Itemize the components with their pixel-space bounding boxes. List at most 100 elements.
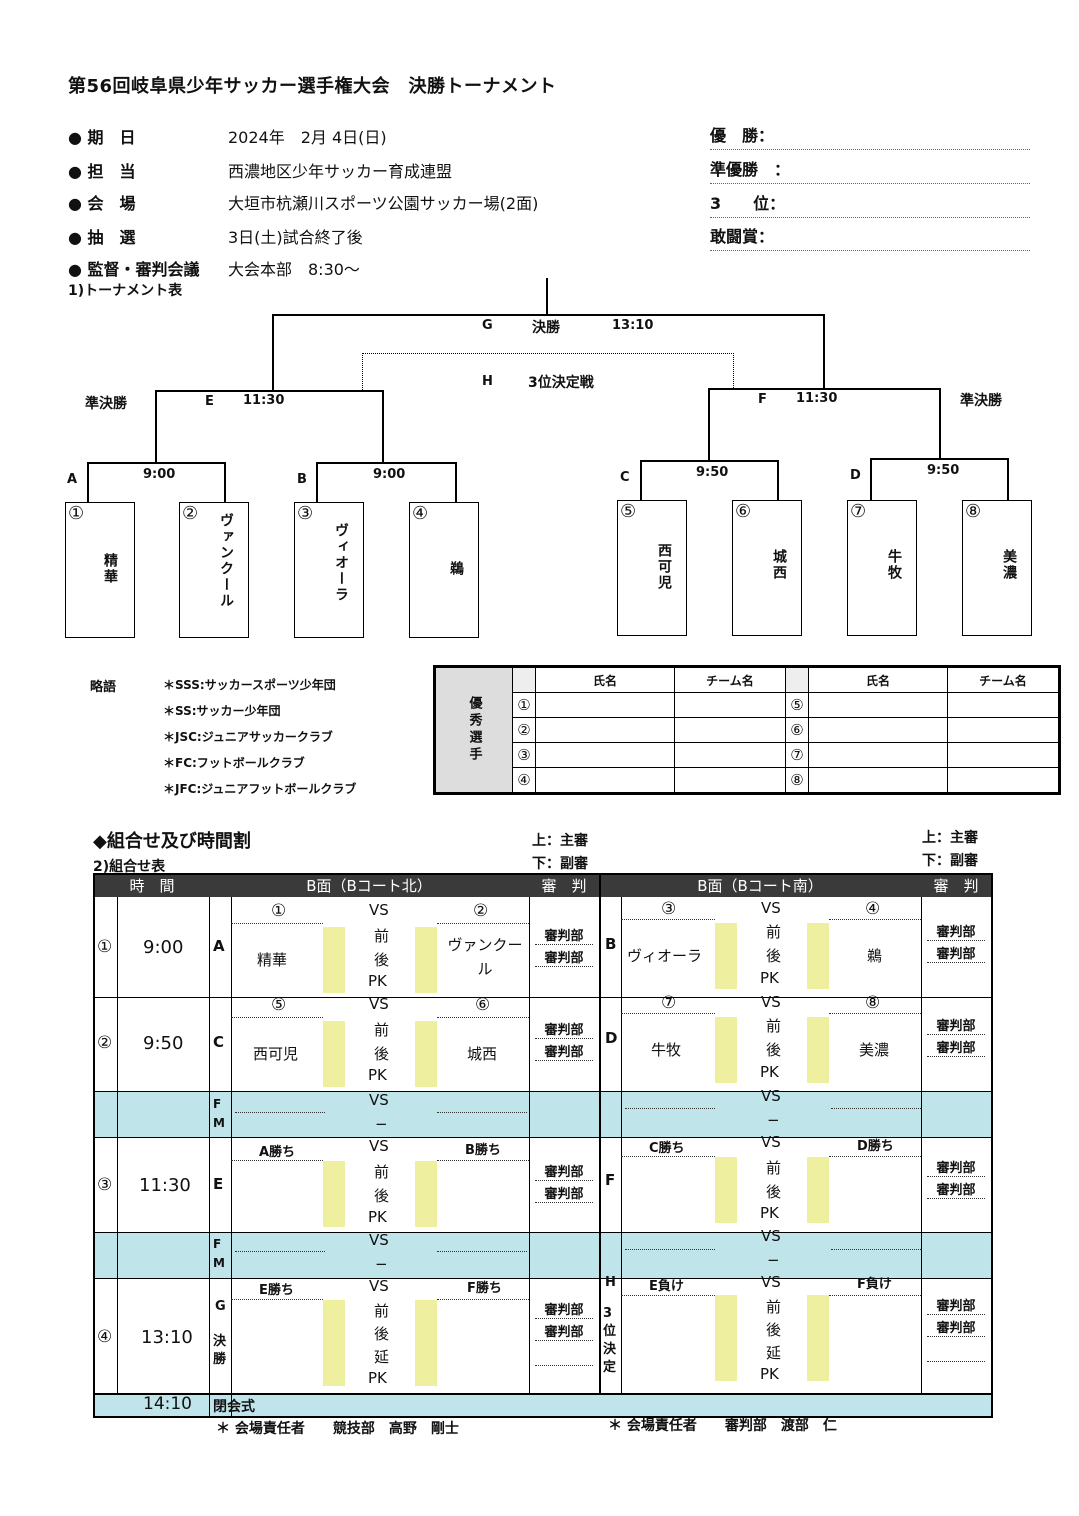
referee-main: 審判部 — [535, 1019, 593, 1039]
pk-label: PK — [760, 969, 779, 987]
schedule-title: ◆組合せ及び時間割 — [93, 831, 251, 852]
header-ref-right: 審 判 — [921, 875, 991, 897]
team-number: ① — [271, 901, 287, 921]
second-half-label: 後 — [374, 1187, 390, 1205]
col-team: チーム名 — [674, 667, 786, 693]
away-team: F勝ち — [467, 1281, 502, 1296]
abbr-item: ＊SSS:サッカースポーツ少年団 — [163, 678, 336, 692]
vs-label: VS — [761, 1087, 781, 1105]
pk-label: PK — [760, 1063, 779, 1081]
vs-label: VS — [761, 1133, 781, 1151]
row-number: ① — [512, 692, 536, 718]
info-value-draw: 3日(土)試合終了後 — [228, 228, 363, 247]
team-number: ④ — [412, 503, 429, 524]
match-e-time: 11:30 — [243, 393, 285, 408]
extra-time-label: 延 — [766, 1344, 782, 1362]
page-title: 第56回岐阜県少年サッカー選手権大会 決勝トーナメント — [68, 76, 557, 97]
away-team: D勝ち — [857, 1139, 894, 1154]
slot-time: 11:30 — [139, 1175, 191, 1196]
away-team: ヴァンクール — [447, 936, 523, 978]
team-number: ③ — [661, 899, 677, 919]
team-name: 鵜 — [448, 561, 464, 577]
dash-label: − — [767, 1111, 780, 1129]
final-time: 13:10 — [612, 318, 654, 333]
home-team: E勝ち — [259, 1283, 294, 1298]
info-label-venue: ● 会 場 — [68, 194, 136, 213]
match-code: D — [605, 1029, 618, 1047]
final-name: 決勝 — [532, 320, 560, 336]
match-c-code: C — [620, 470, 630, 485]
vs-label: VS — [369, 1231, 389, 1249]
info-value-venue: 大垣市杭瀬川スポーツ公園サッカー場(2面) — [228, 194, 539, 213]
vs-label: VS — [369, 901, 389, 919]
pk-label: PK — [368, 1066, 387, 1084]
info-label-date: ● 期 日 — [68, 128, 136, 147]
closing-time: 14:10 — [143, 1394, 192, 1414]
referee-main: 審判部 — [927, 921, 985, 941]
col-name: 氏名 — [808, 667, 948, 693]
match-d-time: 9:50 — [927, 463, 960, 478]
referee-sub: 審判部 — [535, 1183, 593, 1203]
slot-number: ④ — [97, 1327, 113, 1347]
match-a-code: A — [67, 472, 78, 487]
referee-main: 審判部 — [927, 1157, 985, 1177]
footer-venue-manager-left: ＊ 会場責任者 競技部 高野 剛士 — [216, 1421, 459, 1437]
semi-label-left: 準決勝 — [85, 396, 127, 412]
slot-number: ② — [97, 1033, 113, 1053]
schedule-subtitle: 2)組合せ表 — [93, 859, 166, 875]
schedule-table: 時 間 B面（Bコート北） 審 判 B面（Bコート南） 審 判 — [93, 873, 993, 1418]
team-box-2: ② ヴァンクール — [179, 502, 249, 638]
vs-label: VS — [761, 1273, 781, 1291]
ref-note-main-left: 上：主審 — [532, 833, 588, 849]
pk-label: PK — [368, 972, 387, 990]
match-code: C — [213, 1033, 225, 1051]
vs-label: VS — [369, 1091, 389, 1109]
team-name: 城西 — [771, 549, 787, 581]
away-team: B勝ち — [465, 1143, 501, 1158]
home-team: ヴィオーラ — [627, 947, 703, 965]
team-name: 美濃 — [1001, 549, 1017, 581]
second-half-label: 後 — [374, 1325, 390, 1343]
dash-label: − — [375, 1255, 388, 1273]
col-team: チーム名 — [947, 667, 1059, 693]
team-number: ② — [473, 901, 489, 921]
second-half-label: 後 — [374, 951, 390, 969]
slot-time: 13:10 — [141, 1327, 193, 1348]
team-number: ⑦ — [850, 501, 867, 522]
rank-runner-up: 準優勝 ： — [710, 156, 1030, 184]
team-box-5: ⑤ 西可児 — [617, 500, 687, 636]
first-half-label: 前 — [374, 1302, 390, 1320]
extra-time-label: 延 — [374, 1348, 390, 1366]
first-half-label: 前 — [766, 1298, 782, 1316]
first-half-label: 前 — [374, 1163, 390, 1181]
dash-label: − — [375, 1115, 388, 1133]
ref-note-main-right: 上：主審 — [922, 830, 978, 846]
third-place-label: 3位決定 — [603, 1306, 617, 1375]
abbr-item: ＊JFC:ジュニアフットボールクラブ — [163, 782, 357, 796]
vs-label: VS — [369, 1137, 389, 1155]
match-f-code: F — [758, 392, 767, 407]
referee-sub: 審判部 — [927, 1317, 985, 1337]
info-value-date: 2024年 2月 4日(日) — [228, 128, 387, 147]
team-box-7: ⑦ 牛牧 — [847, 500, 917, 636]
home-team: 精華 — [257, 951, 288, 969]
match-c-time: 9:50 — [696, 465, 729, 480]
home-team: C勝ち — [649, 1141, 685, 1156]
info-label-host: ● 担 当 — [68, 162, 136, 181]
slot-time: 9:00 — [143, 937, 184, 958]
abbr-item: ＊JSC:ジュニアサッカークラブ — [163, 730, 333, 744]
referee-main: 審判部 — [535, 1161, 593, 1181]
ref-note-sub-left: 下：副審 — [532, 856, 588, 872]
fm-label: F M — [213, 1237, 225, 1270]
away-team: 美濃 — [859, 1041, 890, 1059]
third-name: 3位決定戦 — [528, 375, 594, 391]
away-team: F負け — [857, 1277, 892, 1292]
first-half-label: 前 — [766, 1159, 782, 1177]
first-half-label: 前 — [766, 923, 782, 941]
team-name: ヴィオーラ — [333, 523, 349, 603]
col-name: 氏名 — [535, 667, 675, 693]
away-team: 鵜 — [867, 947, 883, 965]
abbr-item: ＊FC:フットボールクラブ — [163, 756, 305, 770]
first-half-label: 前 — [374, 927, 390, 945]
best-players-label: 優秀選手 — [435, 667, 513, 793]
